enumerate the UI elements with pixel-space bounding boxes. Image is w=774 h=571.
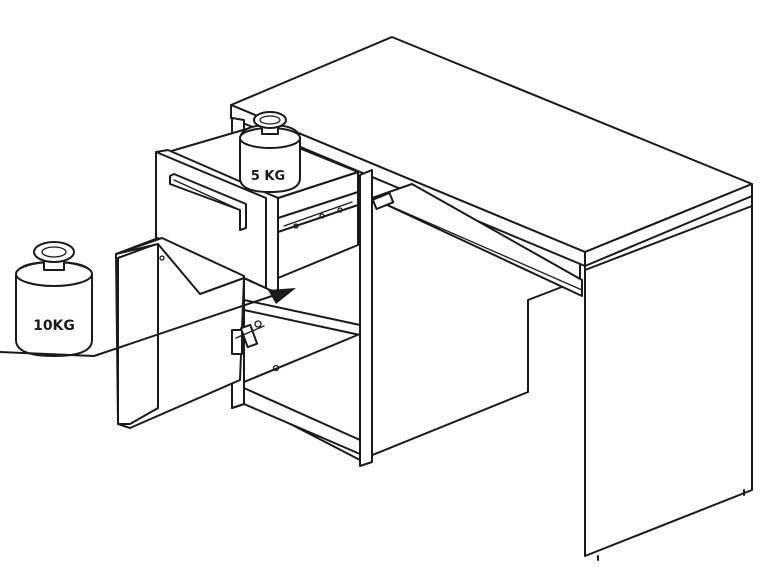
load-arrow [0, 288, 296, 357]
weight-10kg: 10KG [15, 241, 93, 357]
desk-top [230, 36, 753, 267]
door-load-label: 10KG [33, 318, 75, 334]
weight-5kg: 5 KG [239, 111, 301, 193]
keyboard-rail [371, 183, 583, 297]
cabinet-door [115, 237, 265, 429]
drawer-load-label: 5 KG [251, 169, 285, 184]
door-hinge [231, 320, 265, 355]
